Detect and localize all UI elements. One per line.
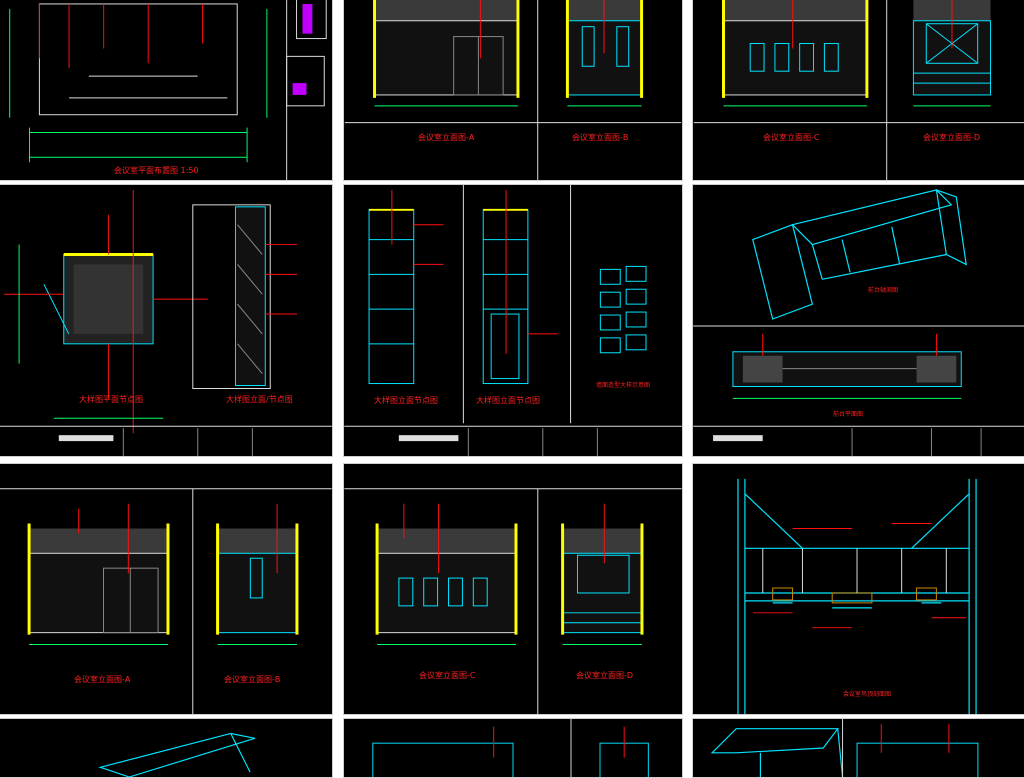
elevation-cd-2-drawing (344, 488, 682, 714)
drawing-caption-b: 前台平面图 (833, 411, 864, 418)
cad-sheet-floor-plan: 会议室平面布置图 1:50 (0, 0, 333, 181)
cad-sheet-counter (692, 718, 1024, 778)
drawing-caption-c: 会议室立面图-C (419, 671, 476, 680)
drawing-caption-a: 大样图平面节点图 (79, 395, 143, 404)
cad-sheet-reception-axo (0, 718, 333, 778)
drawing-caption: 会议室吊顶剖面图 (843, 691, 892, 698)
cad-sheet-elevation-ab-2: 会议室立面图-A 会议室立面图-B (0, 463, 333, 715)
cad-sheet-detail-elevation: 大样图立面节点图 大样图立面节点图 墙面造型大样示意图 (343, 184, 683, 457)
cad-sheet-ceiling-section: 会议室吊顶剖面图 (692, 463, 1024, 715)
drawing-caption: 会议室平面布置图 1:50 (114, 166, 199, 175)
floor-plan-drawing (9, 0, 327, 180)
drawing-caption-c: 会议室立面图-C (763, 133, 820, 142)
drawing-caption-c: 墙面造型大样示意图 (596, 382, 651, 389)
cad-sheet-elevation-cd-2: 会议室立面图-C 会议室立面图-D (343, 463, 683, 715)
drawing-caption-a: 会议室立面图-A (74, 675, 131, 684)
elevation-ab-2-drawing (0, 488, 332, 714)
cad-sheet-elevation-cd: 会议室立面图-C 会议室立面图-D (692, 0, 1024, 181)
cad-sheet-detail-bottom (343, 718, 683, 778)
cad-sheet-detail-plan: 大样图平面节点图 大样图立面/节点图 (0, 184, 333, 457)
drawing-caption-d: 会议室立面图-D (923, 133, 981, 142)
reception-desk-drawing (693, 189, 1024, 456)
detail-elevation-drawing (344, 185, 682, 456)
counter-drawing (710, 719, 979, 777)
elevation-ab-drawing (344, 0, 682, 180)
drawing-caption-a: 大样图立面节点图 (374, 396, 438, 405)
drawing-caption-a: 会议室立面图-A (418, 133, 475, 142)
reception-axo-drawing (98, 732, 256, 777)
drawing-caption-a: 前台轴测图 (868, 287, 899, 294)
ceiling-section-drawing (737, 478, 977, 714)
elevation-cd-drawing (693, 0, 1024, 180)
detail-plan-drawing (0, 189, 332, 456)
drawing-caption-b: 大样图立面节点图 (476, 396, 540, 405)
detail-bottom-drawing (372, 719, 649, 777)
drawing-caption-b: 会议室立面图-B (224, 675, 281, 684)
drawing-caption-d: 会议室立面图-D (576, 671, 634, 680)
cad-sheet-elevation-ab: 会议室立面图-A 会议室立面图-B (343, 0, 683, 181)
drawing-caption-b: 会议室立面图-B (572, 133, 629, 142)
cad-sheet-reception-desk: 前台轴测图 前台平面图 (692, 184, 1024, 457)
drawing-caption-b: 大样图立面/节点图 (226, 395, 293, 404)
